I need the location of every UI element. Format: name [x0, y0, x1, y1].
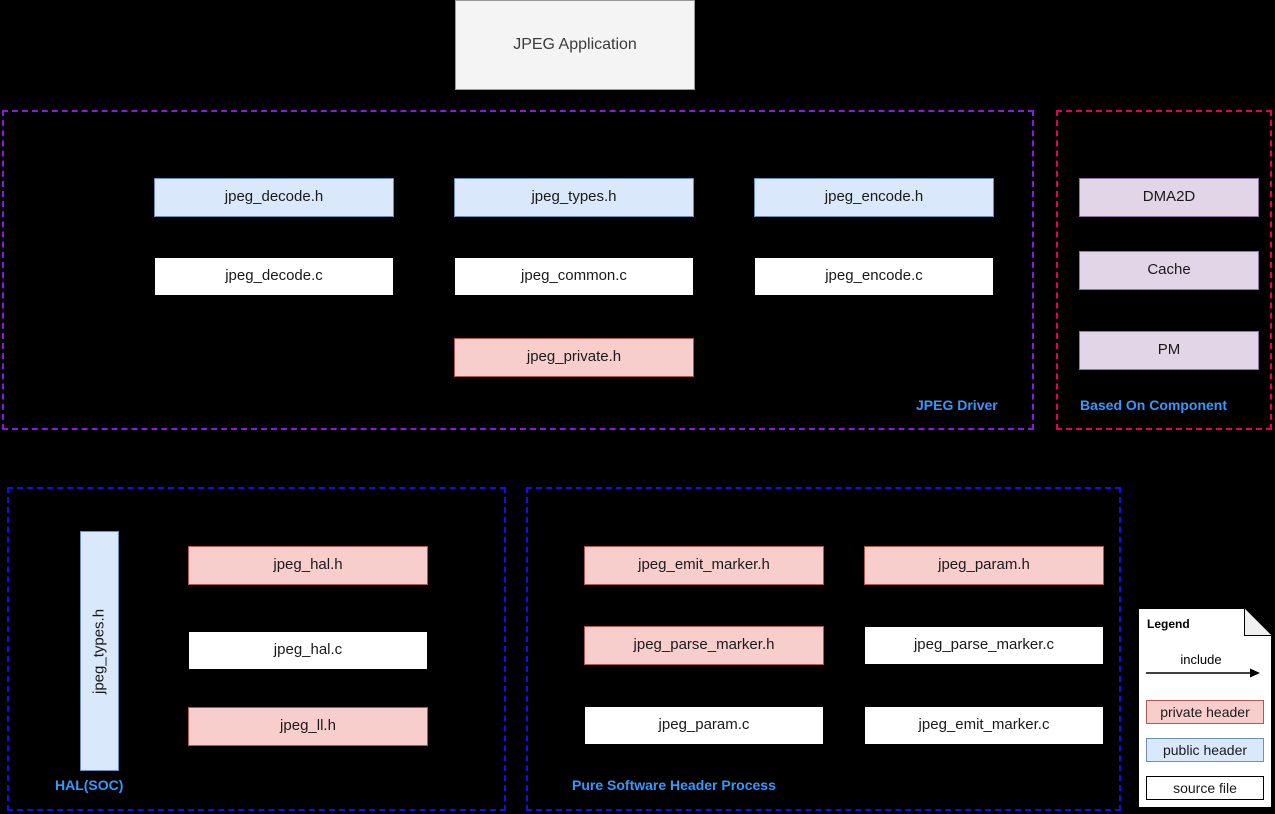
- legend-arrow-label: include: [1180, 652, 1222, 667]
- group-based-on-component: [1056, 110, 1272, 430]
- node-jpeg-emit-marker-c[interactable]: jpeg_emit_marker.c: [864, 706, 1104, 745]
- edge-app-to-types: [574, 93, 575, 197]
- node-jpeg-encode-c[interactable]: jpeg_encode.c: [754, 257, 994, 296]
- node-label: jpeg_param.h: [938, 556, 1030, 574]
- node-jpeg-hal-h[interactable]: jpeg_hal.h: [188, 546, 428, 585]
- node-dma2d[interactable]: DMA2D: [1079, 178, 1259, 217]
- node-jpeg-param-h[interactable]: jpeg_param.h: [864, 546, 1104, 585]
- legend-panel: Legend include private header public hea…: [1138, 608, 1272, 808]
- arrow-right-icon: [1146, 668, 1260, 678]
- legend-swatch-private-header: private header: [1146, 700, 1264, 724]
- node-jpeg-types-h[interactable]: jpeg_types.h: [454, 178, 694, 217]
- node-jpeg-encode-h[interactable]: jpeg_encode.h: [754, 178, 994, 217]
- legend-include-arrow: include: [1146, 652, 1264, 680]
- group-label-hal-soc: HAL(SOC): [55, 777, 124, 793]
- legend-title: Legend: [1147, 617, 1190, 631]
- node-jpeg-hal-c[interactable]: jpeg_hal.c: [188, 631, 428, 670]
- node-jpeg-decode-c[interactable]: jpeg_decode.c: [154, 257, 394, 296]
- legend-swatch-public-header: public header: [1146, 738, 1264, 762]
- legend-swatch-label: public header: [1162, 742, 1248, 758]
- node-jpeg-application[interactable]: JPEG Application: [455, 0, 695, 90]
- node-jpeg-param-c[interactable]: jpeg_param.c: [584, 706, 824, 745]
- group-label-jpeg-driver: JPEG Driver: [916, 397, 998, 413]
- legend-swatch-label: source file: [1173, 780, 1237, 796]
- node-label: PM: [1157, 341, 1181, 359]
- node-pm[interactable]: PM: [1079, 331, 1259, 370]
- group-label-based-on-component: Based On Component: [1080, 397, 1228, 413]
- node-label: JPEG Application: [513, 36, 637, 54]
- group-hal-soc: [7, 487, 506, 811]
- node-label: jpeg_common.c: [521, 267, 627, 285]
- node-label: jpeg_types.h: [90, 608, 108, 694]
- node-label: jpeg_decode.h: [224, 188, 324, 206]
- node-jpeg-parse-marker-h[interactable]: jpeg_parse_marker.h: [584, 626, 824, 665]
- node-jpeg-emit-marker-h[interactable]: jpeg_emit_marker.h: [584, 546, 824, 585]
- node-label: DMA2D: [1142, 188, 1196, 206]
- node-jpeg-common-c[interactable]: jpeg_common.c: [454, 257, 694, 296]
- group-pure-software-header-process: [526, 487, 1121, 811]
- legend-swatch-label: private header: [1160, 704, 1250, 720]
- node-jpeg-parse-marker-c[interactable]: jpeg_parse_marker.c: [864, 626, 1104, 665]
- node-label: jpeg_parse_marker.c: [913, 636, 1055, 654]
- node-label: jpeg_parse_marker.h: [633, 636, 775, 654]
- legend-fold-corner-icon: [1244, 608, 1272, 636]
- node-label: jpeg_encode.c: [825, 267, 923, 285]
- node-jpeg-decode-h[interactable]: jpeg_decode.h: [154, 178, 394, 217]
- node-hal-jpeg-types-h[interactable]: jpeg_types.h: [80, 531, 119, 771]
- node-jpeg-private-h[interactable]: jpeg_private.h: [454, 338, 694, 377]
- node-label: Cache: [1147, 261, 1191, 279]
- node-jpeg-ll-h[interactable]: jpeg_ll.h: [188, 707, 428, 746]
- node-label: jpeg_private.h: [526, 348, 622, 366]
- node-label: jpeg_hal.c: [273, 641, 343, 659]
- node-label: jpeg_types.h: [531, 188, 617, 206]
- group-label-pure-software-header-process: Pure Software Header Process: [572, 777, 776, 793]
- group-jpeg-driver: [2, 110, 1034, 430]
- node-label: jpeg_hal.h: [273, 556, 343, 574]
- node-label: jpeg_ll.h: [280, 717, 336, 735]
- edge-app-to-encode: [874, 93, 875, 197]
- legend-swatch-source-file: source file: [1146, 776, 1264, 800]
- node-label: jpeg_emit_marker.c: [918, 716, 1050, 734]
- node-label: jpeg_decode.c: [225, 267, 323, 285]
- edge-app-to-decode: [274, 93, 275, 197]
- node-cache[interactable]: Cache: [1079, 251, 1259, 290]
- node-label: jpeg_param.c: [658, 716, 750, 734]
- node-label: jpeg_emit_marker.h: [638, 556, 770, 574]
- edge-app-bus: [274, 93, 875, 94]
- node-label: jpeg_encode.h: [824, 188, 924, 206]
